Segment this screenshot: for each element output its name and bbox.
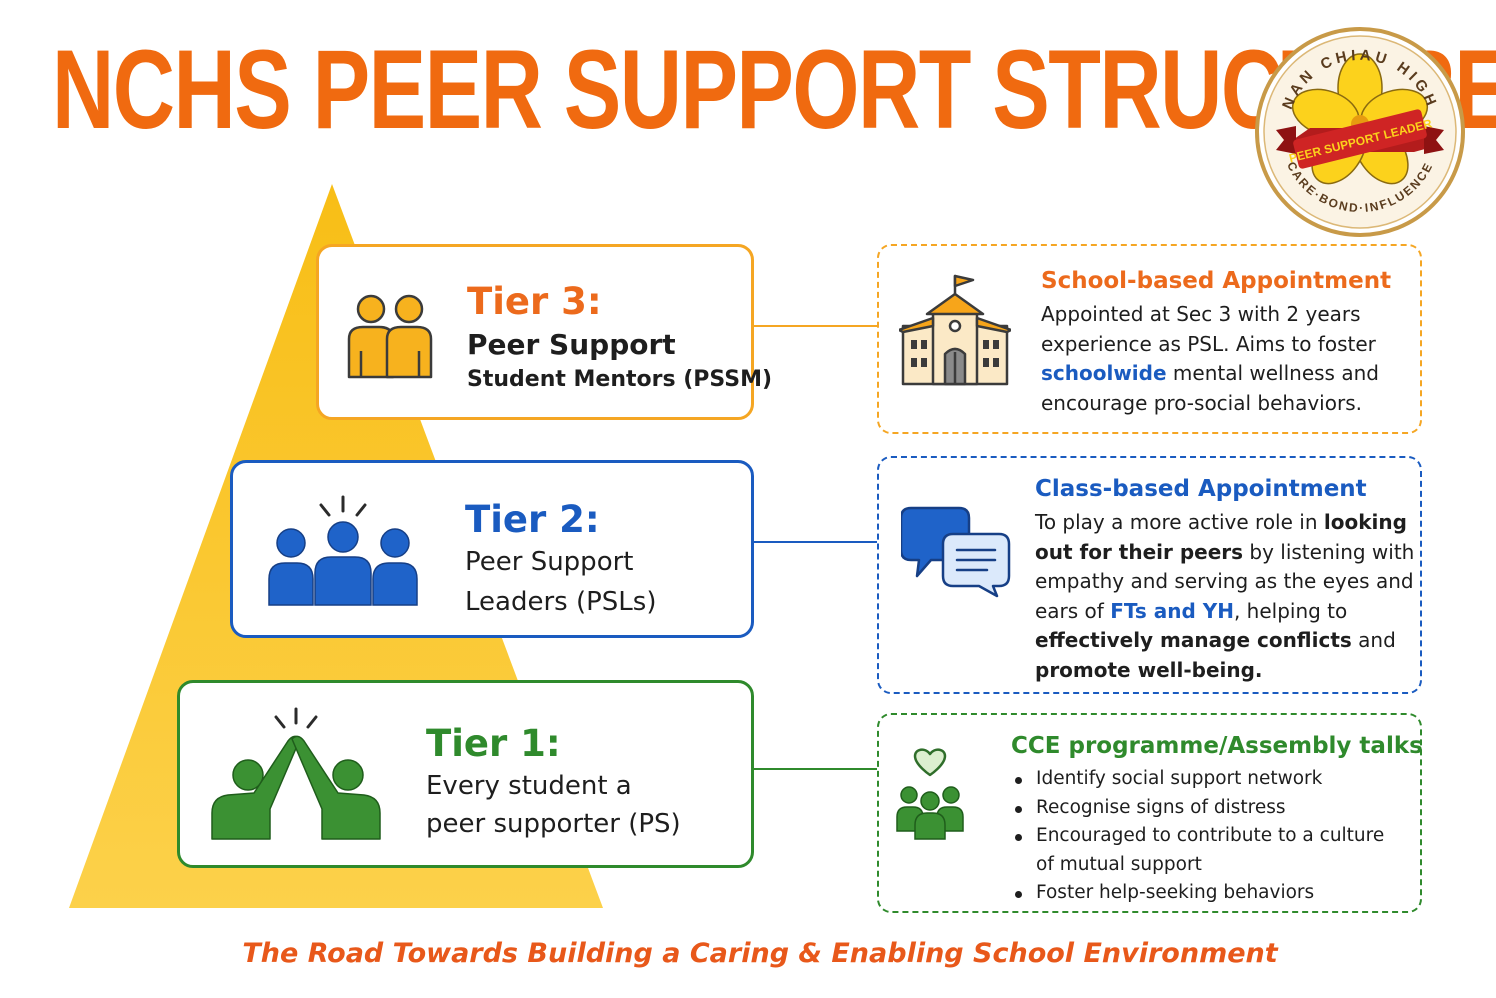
tier3-heading: Tier 3:	[467, 280, 602, 323]
tier3-desc-line-4: encourage pro-social behaviors.	[1041, 390, 1362, 415]
tier2-description-box: Class-based Appointment To play a more a…	[877, 456, 1422, 694]
tier3-card: Tier 3: Peer Support Student Mentors (PS…	[316, 244, 772, 420]
list-item-continuation: of mutual support	[1036, 853, 1202, 875]
tier1-connector	[753, 768, 879, 770]
tier2-heading: Tier 2:	[465, 498, 600, 541]
tier1-bullet-list: Identify social support network Recognis…	[1011, 765, 1384, 908]
chat-bubbles-icon	[901, 506, 1011, 598]
tier2-desc-line-4: ears of FTs and YH, helping to	[1035, 598, 1348, 623]
high-five-icon	[211, 707, 381, 840]
tier2-desc-line-1: To play a more active role in looking	[1035, 510, 1407, 534]
tier2-desc-line-6: promote well-being.	[1035, 657, 1263, 682]
tier2-description-text: To play a more active role in looking ou…	[1035, 508, 1414, 685]
tier3-desc-line-2: experience as PSL. Aims to foster	[1041, 331, 1376, 356]
tier2-description-title: Class-based Appointment	[1035, 476, 1367, 502]
tier1-description-title: CCE programme/Assembly talks	[1011, 733, 1423, 759]
tier2-desc-line-3: empathy and serving as the eyes and	[1035, 569, 1414, 593]
footer-tagline: The Road Towards Building a Caring & Ena…	[242, 938, 1278, 969]
tier2-line-1: Peer Support	[465, 547, 634, 577]
tier2-desc-line-5: effectively manage conflicts and	[1035, 628, 1396, 652]
list-item: Recognise signs of distress	[1011, 794, 1384, 823]
tier3-desc-line-1: Appointed at Sec 3 with 2 years	[1041, 302, 1361, 326]
list-item: Encouraged to contribute to a culture	[1011, 822, 1384, 851]
list-item: Foster help-seeking behaviors	[1011, 879, 1384, 908]
two-people-icon	[347, 294, 433, 379]
tier3-line-1: Peer Support	[467, 328, 676, 361]
tier2-connector	[753, 541, 879, 543]
list-item: Identify social support network	[1011, 765, 1384, 794]
tier1-description-box: CCE programme/Assembly talks Identify so…	[877, 713, 1423, 913]
tier3-connector	[753, 325, 879, 327]
tier1-heading: Tier 1:	[426, 722, 561, 765]
school-badge-emblem: PEER SUPPORT LEADER NAN CHIAU HIGH CARE·…	[1255, 27, 1465, 237]
tier2-desc-line-2: out for their peers by listening with	[1035, 539, 1415, 564]
school-logo: PEER SUPPORT LEADER NAN CHIAU HIGH CARE·…	[1254, 26, 1466, 242]
tier1-card: Tier 1: Every student a peer supporter (…	[177, 680, 754, 868]
school-building-icon	[899, 274, 1011, 386]
group-of-three-icon	[268, 495, 418, 606]
community-heart-icon	[896, 748, 964, 840]
tier2-card: Tier 2: Peer Support Leaders (PSLs)	[230, 460, 754, 638]
tier1-line-1: Every student a	[426, 771, 632, 801]
tier3-desc-line-3: schoolwide mental wellness and	[1041, 361, 1379, 385]
tier3-description-title: School-based Appointment	[1041, 268, 1392, 294]
tier2-line-2: Leaders (PSLs)	[465, 587, 657, 617]
tier3-description-text: Appointed at Sec 3 with 2 years experien…	[1041, 300, 1379, 418]
tier3-line-2: Student Mentors (PSSM)	[467, 367, 773, 392]
tier1-line-2: peer supporter (PS)	[426, 809, 681, 839]
tier3-description-box: School-based Appointment Appointed at Se…	[877, 244, 1422, 434]
